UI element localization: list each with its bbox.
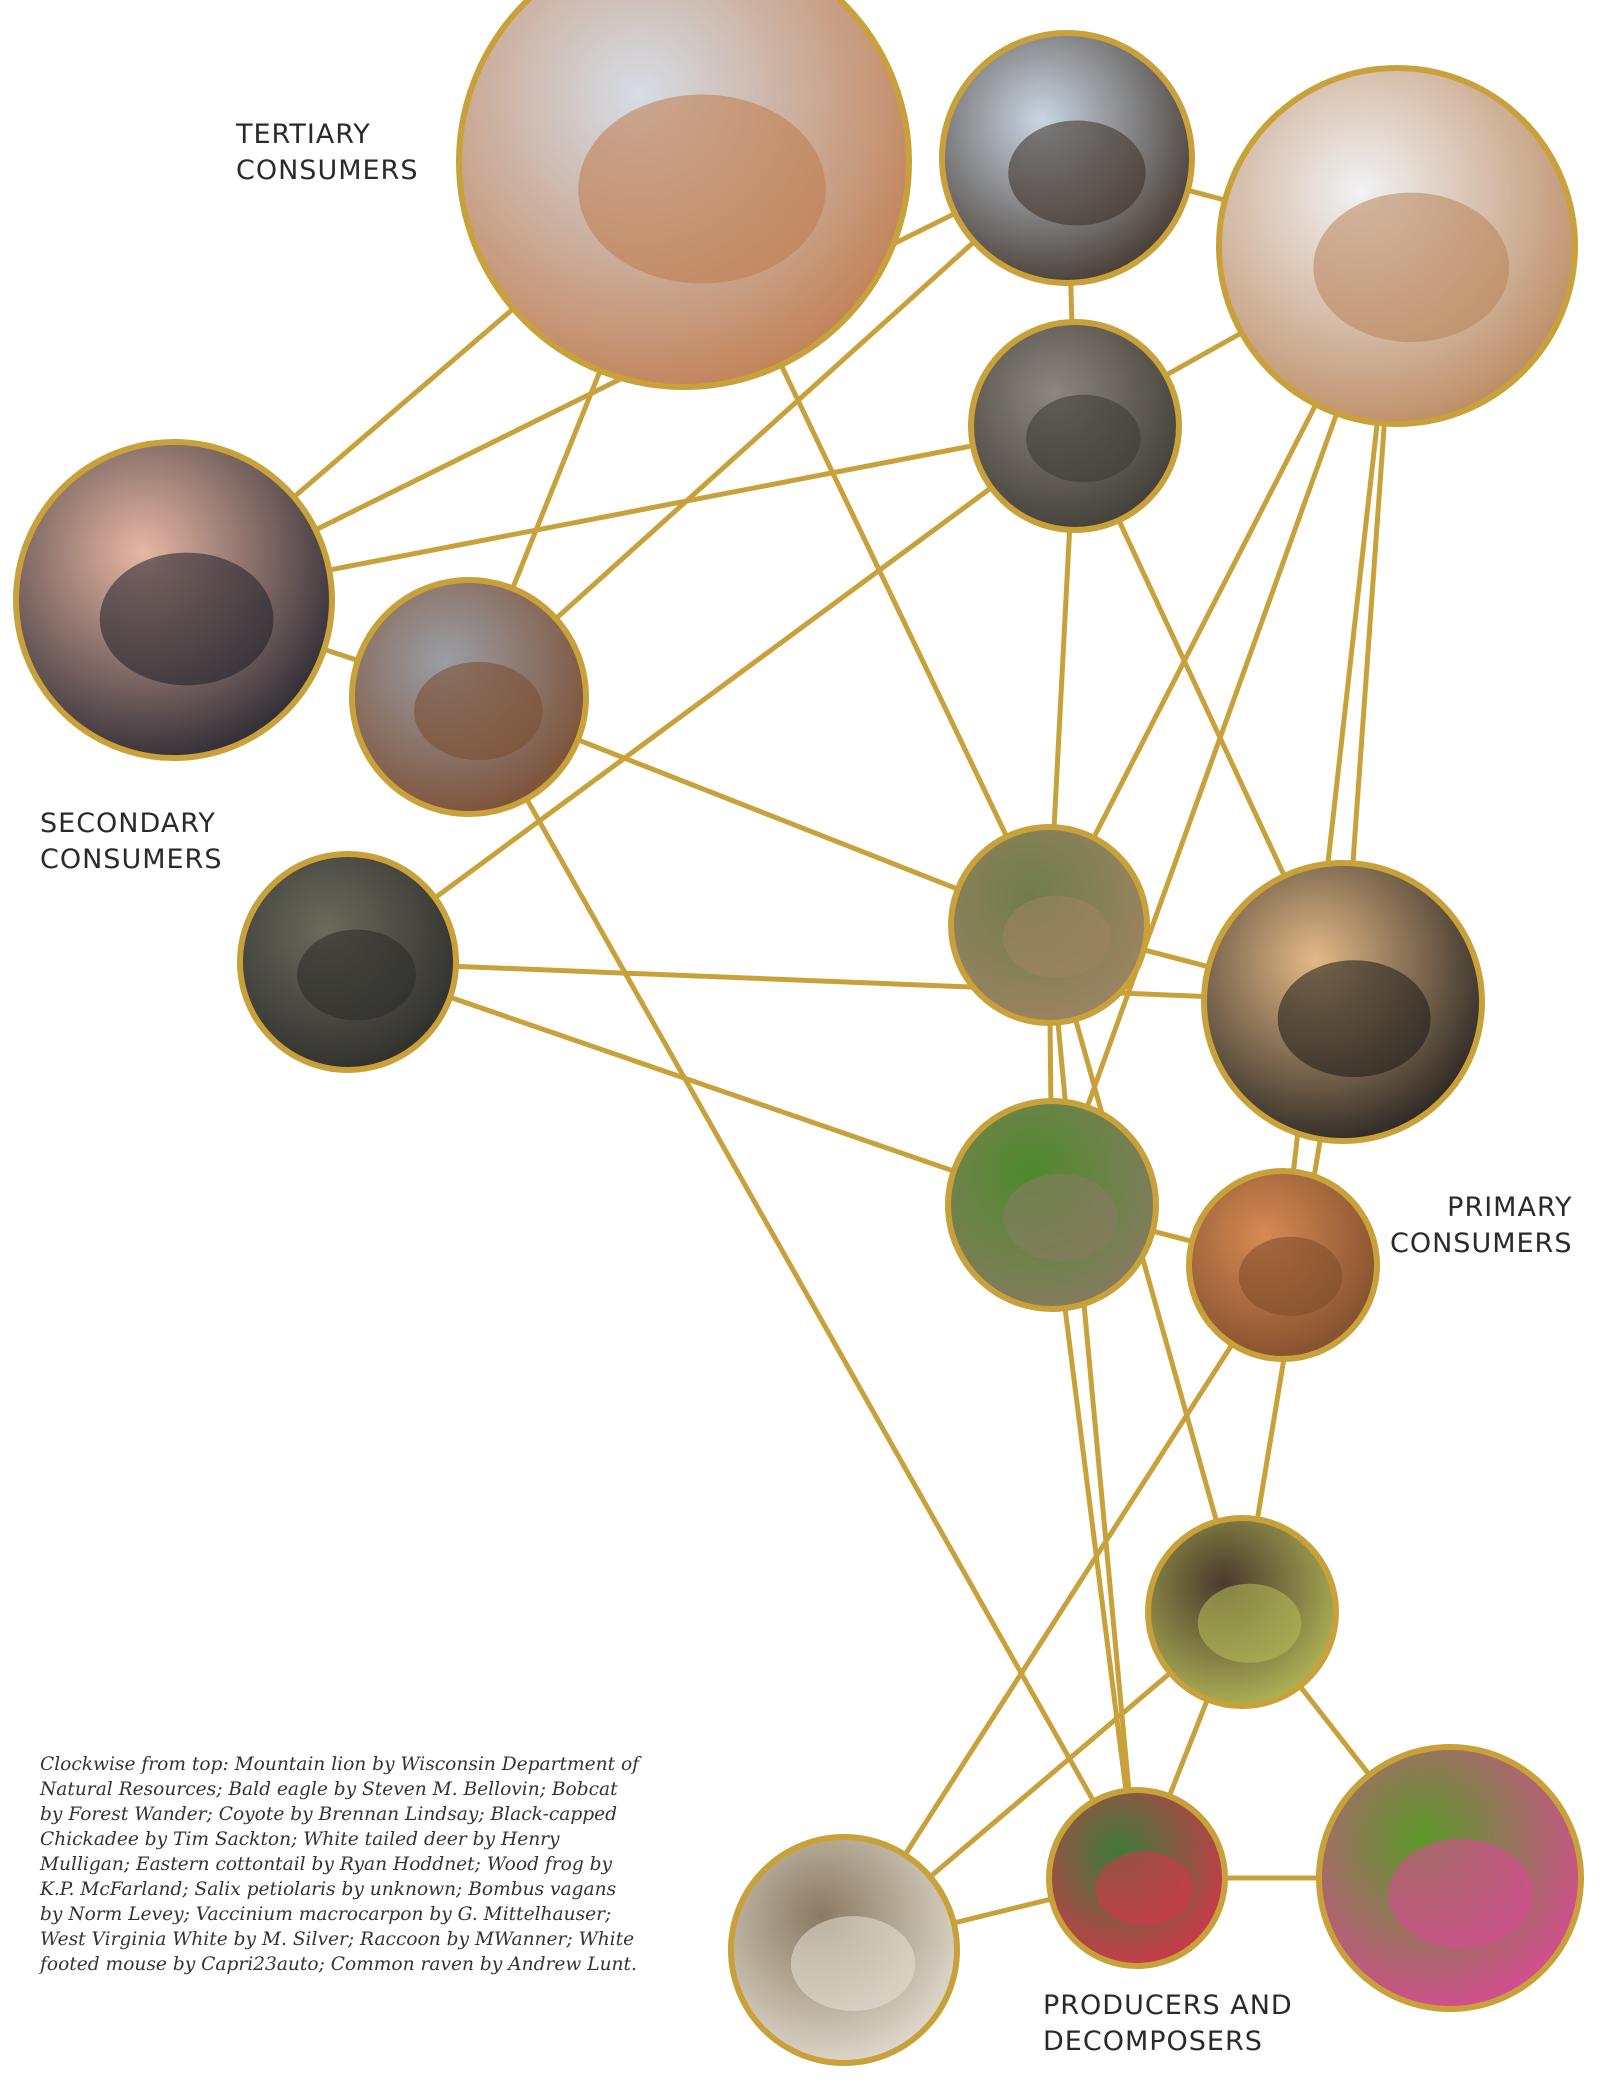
link-raccoon-eastern-cottontail bbox=[347, 959, 1053, 1208]
link-bald-eagle-white-footed-mouse bbox=[467, 156, 1069, 699]
mountain-lion-subject bbox=[578, 94, 826, 284]
coyote-photo bbox=[1216, 65, 1578, 427]
link-wood-frog-west-virginia-white bbox=[841, 1263, 1286, 1952]
link-white-tailed-deer-salix-petiolaris bbox=[1046, 924, 1245, 1613]
raven-photo bbox=[13, 439, 335, 761]
nodes-layer bbox=[13, 0, 1584, 2066]
bald-eagle-subject bbox=[1008, 120, 1146, 226]
label-primary-consumers: PRIMARY CONSUMERS bbox=[1390, 1192, 1573, 1259]
label-secondary-consumers: SECONDARY CONSUMERS bbox=[40, 808, 223, 875]
label-tertiary-consumers: TERTIARY CONSUMERS bbox=[236, 119, 419, 186]
label-producers-and-decomposers: PRODUCERS AND DECOMPOSERS bbox=[1043, 1990, 1293, 2057]
link-white-tailed-deer-vaccinium-macrocarpon bbox=[1046, 924, 1140, 1879]
raccoon-subject bbox=[297, 929, 417, 1021]
mountain-lion-photo bbox=[456, 0, 912, 390]
bobcat-subject bbox=[1026, 394, 1141, 483]
photo-credits: Clockwise from top: Mountain lion by Wis… bbox=[40, 1754, 640, 1975]
deer-photo bbox=[948, 824, 1150, 1026]
link-white-footed-mouse-vaccinium-macrocarpon bbox=[466, 695, 1140, 1880]
salix-petiolaris-subject bbox=[1197, 1583, 1302, 1663]
common-raven-subject bbox=[99, 552, 274, 686]
white-tailed-deer-subject bbox=[1002, 895, 1111, 978]
bumblebee-photo bbox=[1316, 1744, 1584, 2012]
link-raccoon-black-capped-chickadee bbox=[347, 959, 1344, 1005]
west-virginia-white-subject bbox=[790, 1916, 916, 2012]
cranberry-photo bbox=[1046, 1787, 1228, 1969]
coyote-subject bbox=[1313, 192, 1510, 343]
eastern-cottontail-subject bbox=[1003, 1173, 1118, 1262]
bombus-vagans-subject bbox=[1388, 1838, 1533, 1949]
cottontail-photo bbox=[945, 1098, 1159, 1312]
willow-photo bbox=[1145, 1515, 1339, 1709]
wood-frog-photo bbox=[1186, 1168, 1380, 1362]
chickadee-photo bbox=[1201, 860, 1485, 1144]
bobcat-photo bbox=[968, 319, 1182, 533]
wood-frog-subject bbox=[1238, 1236, 1343, 1316]
mouse-photo bbox=[349, 577, 589, 817]
black-capped-chickadee-subject bbox=[1277, 960, 1431, 1078]
raccoon-photo bbox=[237, 851, 459, 1073]
white-footed-mouse-subject bbox=[414, 661, 543, 761]
link-bobcat-raccoon bbox=[346, 423, 1077, 965]
butterfly-photo bbox=[728, 1834, 960, 2066]
bald-eagle-photo bbox=[939, 30, 1195, 286]
link-eastern-cottontail-vaccinium-macrocarpon bbox=[1049, 1204, 1140, 1879]
vaccinium-macrocarpon-subject bbox=[1095, 1851, 1193, 1926]
